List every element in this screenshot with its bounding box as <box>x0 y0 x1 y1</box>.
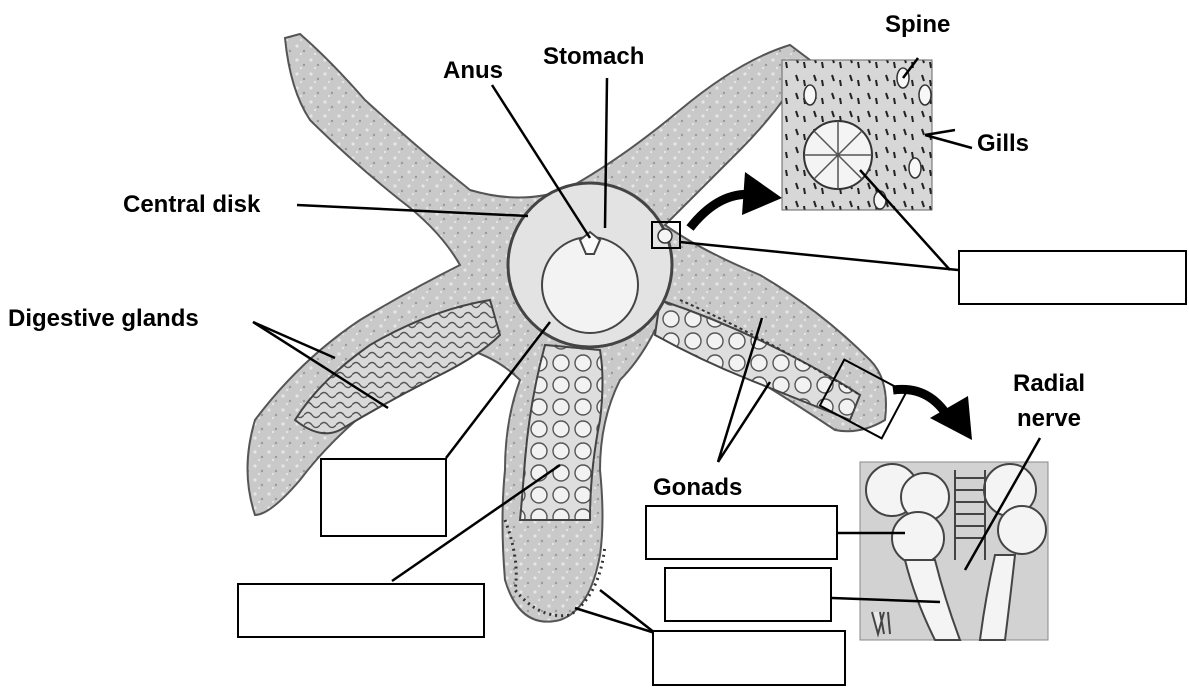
answer-box-mouth[interactable] <box>320 458 447 537</box>
label-radial-nerve-line2: nerve <box>1000 406 1098 432</box>
answer-box-tube-foot[interactable] <box>664 567 832 622</box>
label-stomach: Stomach <box>543 44 644 70</box>
madreporite <box>658 229 672 243</box>
answer-box-ampulla[interactable] <box>645 505 838 560</box>
label-central-disk: Central disk <box>123 192 260 218</box>
answer-box-ring-canal[interactable] <box>237 583 485 638</box>
arrow-to-spine-inset-head <box>742 172 782 215</box>
label-spine: Spine <box>885 12 950 38</box>
label-radial-nerve-line1: Radial <box>1000 371 1098 397</box>
label-gills: Gills <box>977 131 1029 157</box>
answer-box-tube-feet[interactable] <box>652 630 846 686</box>
label-gonads: Gonads <box>653 475 742 501</box>
inset-pedicellaria <box>804 121 872 189</box>
answer-box-madreporite[interactable] <box>958 250 1187 305</box>
label-anus: Anus <box>443 58 503 84</box>
label-digestive-glands: Digestive glands <box>8 306 199 332</box>
